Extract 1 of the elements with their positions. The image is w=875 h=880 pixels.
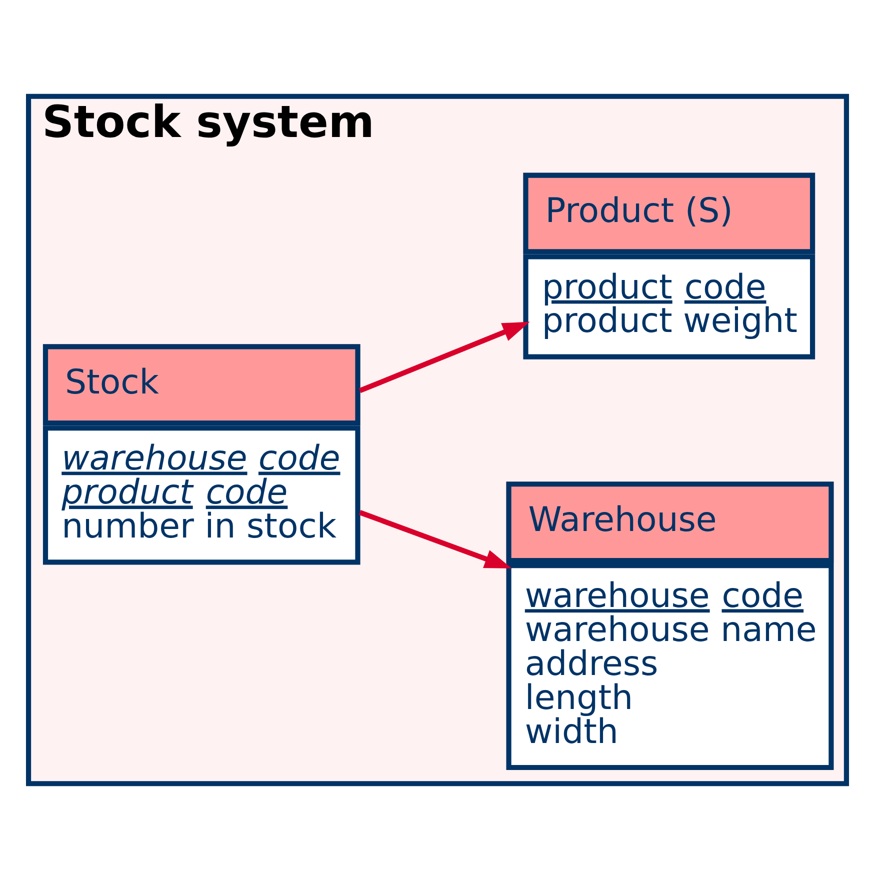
- arrow: [359, 510, 512, 568]
